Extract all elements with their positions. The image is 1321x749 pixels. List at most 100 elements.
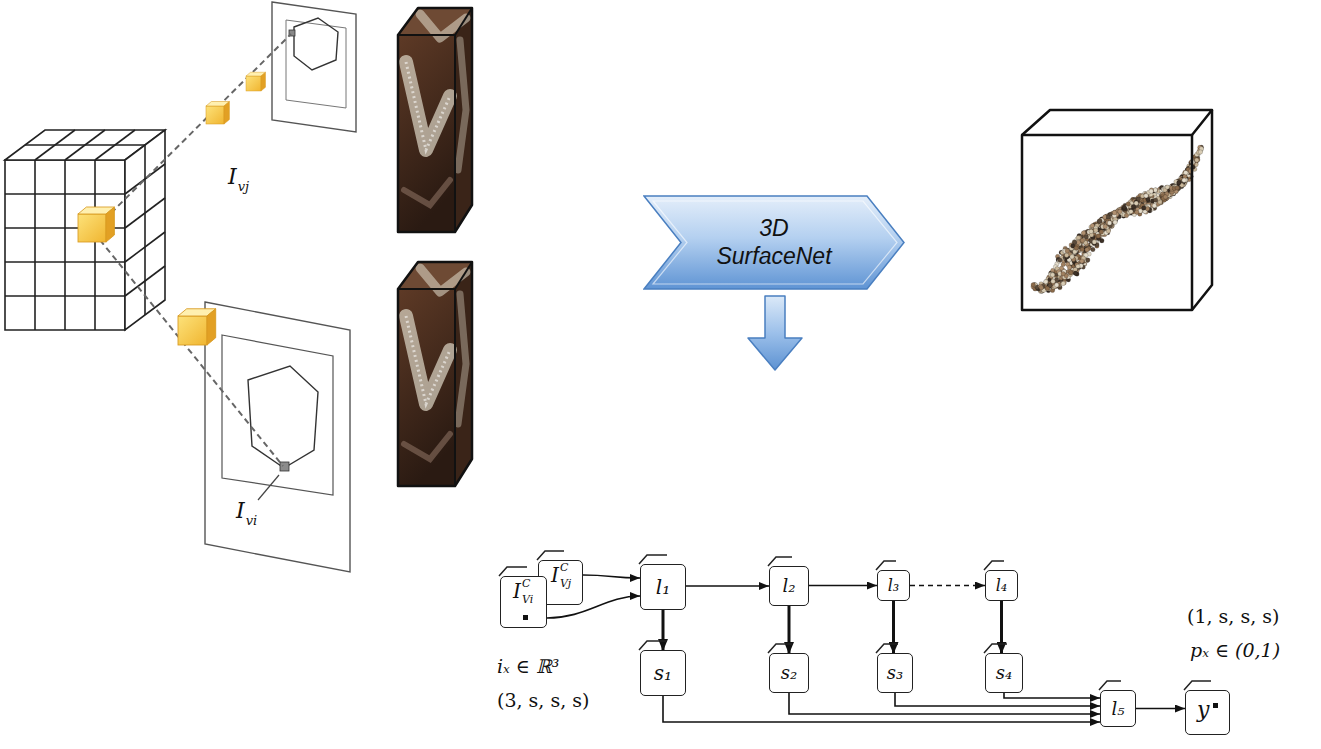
figure-part [34,160,36,330]
cloud-point [1195,158,1199,162]
box-tab [984,560,1017,570]
connector [788,606,791,653]
cloud-point [1061,262,1065,266]
cloud-point [1064,253,1068,257]
cloud-point [1089,229,1093,233]
figure-part [1192,110,1212,310]
tensor-symbol: I [551,565,559,585]
figure-part [94,160,96,330]
connector [892,601,895,653]
view-subscript: vi [246,514,258,527]
output-shape: (1, s, s, s) [1187,606,1279,627]
box-tab-line [1099,681,1121,690]
layer-box: l₃ [877,570,910,601]
box-tab-line [639,555,667,564]
cloud-point [1126,202,1130,206]
cloud-point [1086,258,1090,262]
cloud-point [1031,283,1035,287]
input-shape: (3, s, s, s) [497,690,589,711]
cloud-point [1096,234,1100,238]
box-tab [876,643,912,653]
connector [663,696,1100,722]
figure-part [258,475,279,500]
layer-name: l₄ [996,577,1008,595]
figure-part [286,20,346,108]
cloud-point [1164,195,1168,199]
connector [583,575,640,578]
cloud-point [1142,206,1146,210]
cloud-point [1177,181,1181,185]
cloud-point [1092,240,1096,244]
superscript: C [522,578,530,589]
view-subscript: vj [238,180,249,193]
box-tab [499,566,546,576]
box-tab [1099,680,1135,690]
voxel-marker [1213,703,1218,708]
side-output-box: s₂ [769,653,809,693]
cloud-point [1099,230,1103,234]
cloud-point [1058,258,1062,262]
cloud-point [1182,178,1186,182]
subscript: Vi [522,594,533,605]
box-tab-line [1184,681,1211,690]
cloud-point [1081,231,1085,235]
cloud-point [1080,238,1084,242]
side-output-box: s₄ [985,653,1023,693]
layer-name: l₅ [1112,699,1125,719]
figure-part [206,102,229,125]
cloud-point [1050,273,1054,277]
figure-part [222,335,333,495]
figure-part [205,302,350,572]
probability-label: pₓ ∈ (0,1) [1190,640,1280,661]
cloud-point [1135,210,1139,214]
figure-part [294,18,338,70]
box-tab-line [639,641,667,650]
image-plane [205,302,350,572]
figure-part [246,72,266,91]
connector [895,693,1100,706]
network-name: 3D SurfaceNet [709,215,839,270]
chevron-bevel [653,201,897,284]
cloud-point [1163,195,1167,199]
cloud-point [1061,272,1065,276]
cloud-point [1112,211,1116,215]
output-box: y [1185,690,1230,735]
cloud-point [1122,205,1126,209]
superscript: C [560,562,568,573]
fusion-box: l₅ [1100,690,1136,727]
layer-box: l₁ [640,564,686,610]
figure-part [25,144,145,146]
box-tab [639,640,685,650]
layer-box: l₄ [985,570,1018,601]
box-tab-line [876,561,896,570]
cloud-point [1094,228,1098,232]
colored-cube [398,262,472,486]
cloud-point [1177,180,1181,184]
cloud-point [1107,221,1111,225]
cloud-point [1069,271,1073,275]
connector [1004,693,1100,698]
box-tab-line [768,557,792,566]
side-output-box: s₃ [877,653,913,693]
cloud-point [1113,220,1117,224]
cloud-point [1084,235,1088,239]
tensor-symbol: I [513,581,521,601]
cloud-point [1080,247,1084,251]
subscript: Vj [560,578,571,589]
cloud-point [1184,170,1188,174]
figure-part [104,34,291,220]
cloud-point [1067,265,1071,269]
cloud-point [1051,279,1055,283]
figure-part [5,160,125,330]
cloud-point [1144,194,1148,198]
cloud-point [1149,189,1153,193]
box-tab-line [876,644,898,653]
figure-part [78,207,114,242]
figure-part [248,366,318,468]
cloud-point [1103,224,1107,228]
cloud-point [1175,186,1179,190]
box-tab [768,643,808,653]
cloud-point [1131,204,1135,208]
